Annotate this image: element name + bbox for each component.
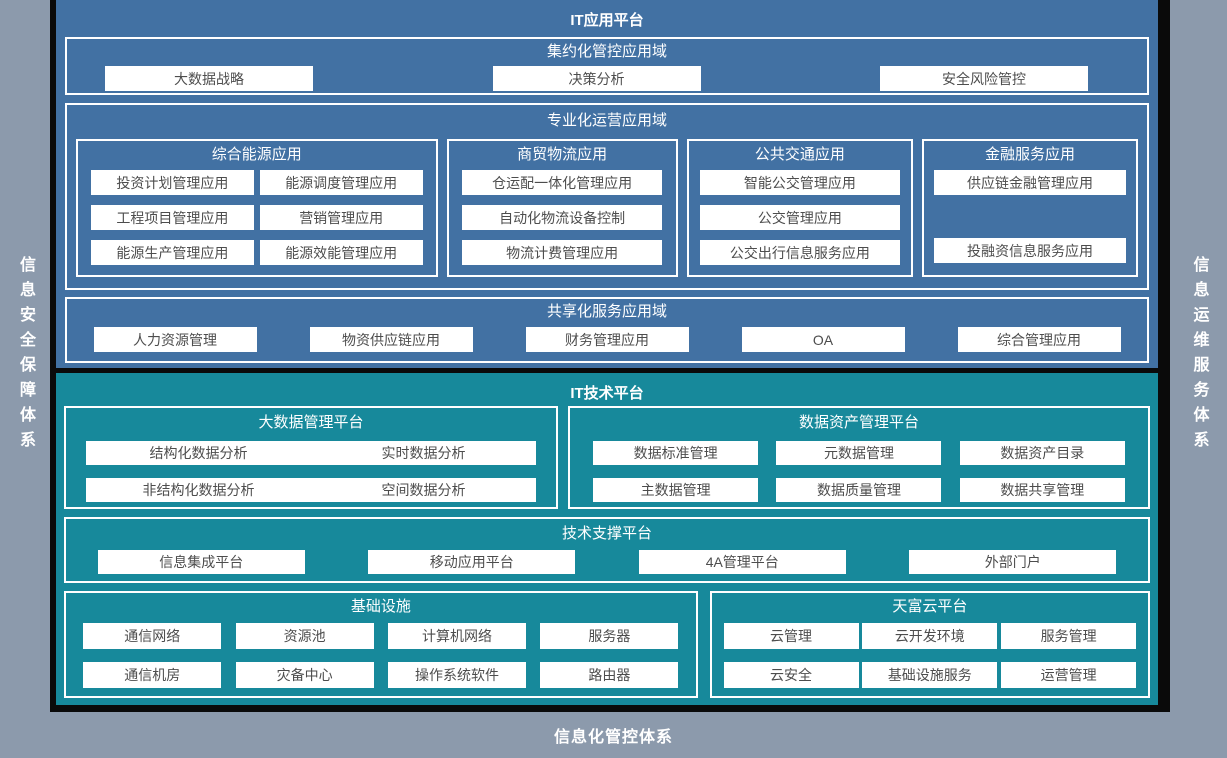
shared-items-row: 人力资源管理 物资供应链应用 财务管理应用 OA 综合管理应用 (67, 327, 1147, 352)
tech-item: 主数据管理 (593, 478, 759, 502)
intensive-items-row: 大数据战略 决策分析 安全风险管控 (67, 62, 1147, 91)
tech-platform-title: IT技术平台 (570, 385, 644, 402)
tech-item: 信息集成平台 (97, 550, 305, 574)
box-items: 结构化数据分析 实时数据分析 非结构化数据分析 空间数据分析 (66, 433, 556, 502)
tech-item: 云安全 (723, 662, 859, 688)
tech-item: 非结构化数据分析 (86, 478, 311, 502)
tech-item: 路由器 (540, 662, 679, 688)
box-title: 技术支撑平台 (561, 525, 652, 542)
tianfu-cloud-platform: 天富云平台 云管理 云开发环境 服务管理 云安全 基础设施服务 运营管理 (709, 591, 1150, 698)
tech-item: 云管理 (723, 623, 859, 649)
app-item: 物流计费管理应用 (462, 240, 663, 265)
group-financial-services: 金融服务应用 供应链金融管理应用 投融资信息服务应用 (922, 139, 1138, 277)
tech-item: 数据共享管理 (959, 478, 1125, 502)
tech-item: 计算机网络 (388, 623, 527, 649)
tech-item: 元数据管理 (776, 441, 942, 465)
left-sidebar-security-system: 信息安全保障体系 (0, 0, 50, 712)
box-items: 云管理 云开发环境 服务管理 云安全 基础设施服务 运营管理 (712, 617, 1148, 688)
intensive-domain-title: 集约化管控应用域 (546, 43, 667, 60)
right-sidebar-operations-system: 信息运维服务体系 (1170, 0, 1227, 712)
group-public-transport: 公共交通应用 智能公交管理应用 公交管理应用 公交出行信息服务应用 (686, 139, 913, 277)
tech-item: 云开发环境 (862, 623, 998, 649)
technical-support-platform: 技术支撑平台 信息集成平台 移动应用平台 4A管理平台 外部门户 (64, 517, 1150, 583)
app-platform-title: IT应用平台 (570, 12, 644, 29)
app-item: 物资供应链应用 (309, 327, 473, 352)
tech-item: 移动应用平台 (368, 550, 576, 574)
tech-item: 实时数据分析 (311, 441, 536, 465)
tech-item: 服务管理 (1001, 623, 1137, 649)
it-application-platform-panel: IT应用平台 集约化管控应用域 大数据战略 决策分析 安全风险管控 专业化运营应… (56, 0, 1158, 368)
box-items: 信息集成平台 移动应用平台 4A管理平台 外部门户 (66, 550, 1148, 574)
group-items: 投资计划管理应用 能源调度管理应用 工程项目管理应用 营销管理应用 能源生产管理… (78, 165, 436, 265)
app-item: 能源调度管理应用 (259, 170, 423, 195)
app-item: 投资计划管理应用 (90, 170, 254, 195)
tech-item: 数据质量管理 (776, 478, 942, 502)
app-item: OA (741, 327, 905, 352)
tech-item: 数据资产目录 (959, 441, 1125, 465)
data-asset-management-platform: 数据资产管理平台 数据标准管理 元数据管理 数据资产目录 主数据管理 数据质量管… (568, 406, 1150, 509)
tech-item: 4A管理平台 (638, 550, 846, 574)
box-items: 通信网络 资源池 计算机网络 服务器 通信机房 灾备中心 操作系统软件 路由器 (66, 617, 696, 688)
bigdata-management-platform: 大数据管理平台 结构化数据分析 实时数据分析 非结构化数据分析 空间数据分析 (64, 406, 558, 509)
app-item: 投融资信息服务应用 (934, 238, 1126, 263)
shared-domain-title: 共享化服务应用域 (546, 303, 667, 320)
box-title: 数据资产管理平台 (798, 414, 919, 431)
it-technology-platform-panel: IT技术平台 大数据管理平台 结构化数据分析 实时数据分析 非结构化数据分析 空… (56, 373, 1158, 705)
group-items: 仓运配一体化管理应用 自动化物流设备控制 物流计费管理应用 (449, 165, 676, 265)
tech-item: 通信机房 (83, 662, 222, 688)
group-title: 公共交通应用 (754, 146, 845, 163)
tech-item: 灾备中心 (235, 662, 374, 688)
app-item: 财务管理应用 (525, 327, 689, 352)
app-item: 综合管理应用 (957, 327, 1121, 352)
box-items: 数据标准管理 元数据管理 数据资产目录 主数据管理 数据质量管理 数据共享管理 (570, 433, 1148, 502)
app-item: 公交管理应用 (699, 205, 900, 230)
app-item: 安全风险管控 (880, 66, 1088, 91)
group-title: 综合能源应用 (211, 146, 302, 163)
tech-item: 空间数据分析 (311, 478, 536, 502)
right-sidebar-label: 信息运维服务体系 (1190, 256, 1208, 456)
app-item: 自动化物流设备控制 (462, 205, 663, 230)
group-items: 智能公交管理应用 公交管理应用 公交出行信息服务应用 (689, 165, 911, 265)
specialized-domain-title: 专业化运营应用域 (546, 112, 667, 129)
app-item: 人力资源管理 (93, 327, 257, 352)
app-item: 大数据战略 (105, 66, 313, 91)
tech-item: 基础设施服务 (862, 662, 998, 688)
left-sidebar-label: 信息安全保障体系 (17, 256, 34, 456)
app-item: 营销管理应用 (259, 205, 423, 230)
app-item: 能源效能管理应用 (259, 240, 423, 265)
intensive-control-domain: 集约化管控应用域 大数据战略 决策分析 安全风险管控 (65, 37, 1149, 95)
tech-item: 结构化数据分析 (86, 441, 311, 465)
group-integrated-energy: 综合能源应用 投资计划管理应用 能源调度管理应用 工程项目管理应用 营销管理应用… (76, 139, 438, 277)
main-frame: IT应用平台 集约化管控应用域 大数据战略 决策分析 安全风险管控 专业化运营应… (50, 0, 1170, 712)
app-item: 公交出行信息服务应用 (699, 240, 900, 265)
box-title: 大数据管理平台 (258, 414, 364, 431)
tech-row-infrastructure: 基础设施 通信网络 资源池 计算机网络 服务器 通信机房 灾备中心 操作系统软件… (64, 591, 1150, 698)
tech-row-data-platforms: 大数据管理平台 结构化数据分析 实时数据分析 非结构化数据分析 空间数据分析 数… (64, 406, 1150, 509)
app-item: 能源生产管理应用 (90, 240, 254, 265)
tech-item: 服务器 (540, 623, 679, 649)
infrastructure-box: 基础设施 通信网络 资源池 计算机网络 服务器 通信机房 灾备中心 操作系统软件… (64, 591, 698, 698)
app-item: 供应链金融管理应用 (934, 170, 1126, 195)
tech-item: 通信网络 (83, 623, 222, 649)
group-title: 商贸物流应用 (517, 146, 608, 163)
tech-item: 资源池 (235, 623, 374, 649)
bottom-bar-control-system: 信息化管控体系 (0, 712, 1227, 758)
group-title: 金融服务应用 (984, 146, 1075, 163)
app-item: 决策分析 (492, 66, 701, 91)
app-item: 仓运配一体化管理应用 (462, 170, 663, 195)
tech-item: 外部门户 (909, 550, 1117, 574)
app-item: 智能公交管理应用 (699, 170, 900, 195)
bottom-bar-label: 信息化管控体系 (553, 729, 673, 746)
tech-item: 运营管理 (1001, 662, 1137, 688)
box-title: 基础设施 (350, 598, 411, 615)
tech-item: 操作系统软件 (388, 662, 527, 688)
shared-service-domain: 共享化服务应用域 人力资源管理 物资供应链应用 财务管理应用 OA 综合管理应用 (65, 297, 1149, 363)
app-item: 工程项目管理应用 (90, 205, 254, 230)
specialized-groups-row: 综合能源应用 投资计划管理应用 能源调度管理应用 工程项目管理应用 营销管理应用… (76, 139, 1138, 277)
group-items: 供应链金融管理应用 投融资信息服务应用 (924, 165, 1136, 275)
specialized-operation-domain: 专业化运营应用域 综合能源应用 投资计划管理应用 能源调度管理应用 工程项目管理… (65, 103, 1149, 290)
box-title: 天富云平台 (892, 598, 968, 615)
tech-item: 数据标准管理 (593, 441, 759, 465)
group-trade-logistics: 商贸物流应用 仓运配一体化管理应用 自动化物流设备控制 物流计费管理应用 (446, 139, 678, 277)
